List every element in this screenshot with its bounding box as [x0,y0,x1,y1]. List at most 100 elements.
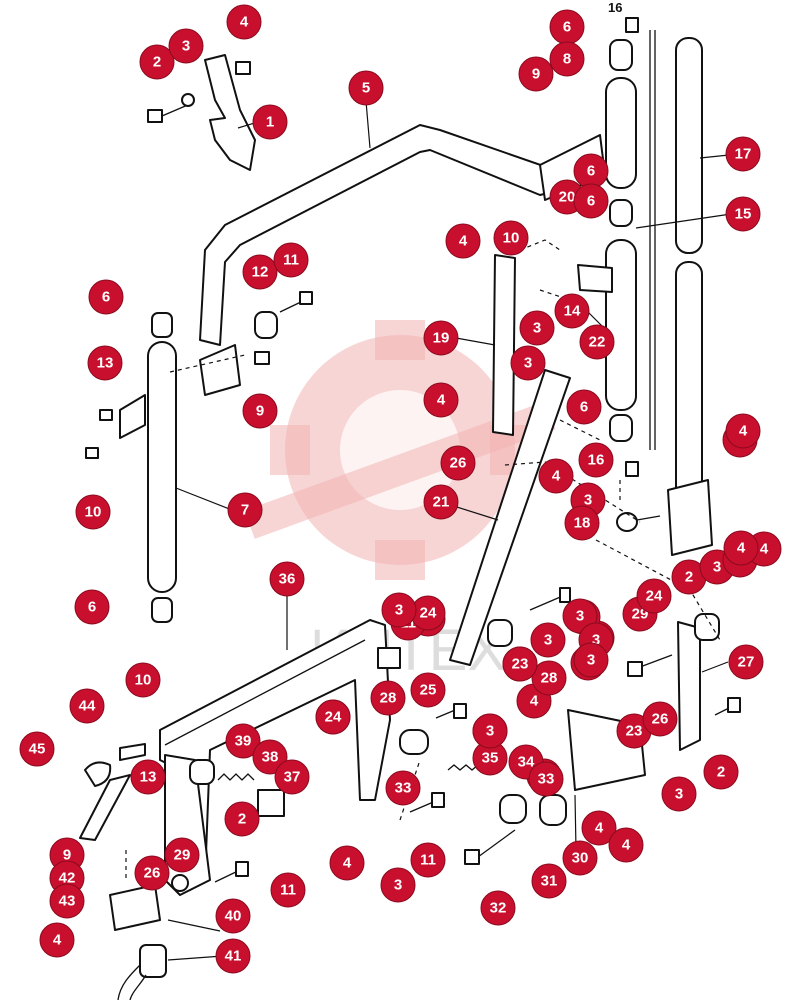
callout-label: 33 [395,780,412,797]
callout-label: 4 [240,14,249,31]
callout-14: 14 [554,293,590,329]
callout-41: 41 [215,938,251,974]
callout-label: 4 [622,837,631,854]
callout-label: 33 [538,771,555,788]
callout-39: 39 [225,723,261,759]
callout-4: 4 [538,458,574,494]
callout-10: 10 [125,662,161,698]
callout-1: 1 [252,104,288,140]
callout-label: 8 [563,51,571,68]
pad-37 [257,789,285,817]
callout-6: 6 [566,389,602,425]
callout-17: 17 [725,136,761,172]
callout-11: 11 [270,872,306,908]
callout-label: 43 [59,893,76,910]
callout-2: 2 [703,754,739,790]
callout-label: 3 [576,608,584,625]
callout-7: 7 [227,492,263,528]
callout-label: 45 [29,741,46,758]
spacer-12 [254,311,278,339]
callout-label: 3 [584,492,592,509]
callout-2: 2 [139,44,175,80]
callout-31: 31 [531,863,567,899]
callout-3: 3 [573,642,609,678]
bracket-14 [577,264,613,293]
callout-label: 3 [394,877,402,894]
callout-label: 12 [252,264,269,281]
bushing-39 [189,759,215,785]
strap-19 [492,254,516,436]
callout-label: 39 [235,733,252,750]
callout-label: 40 [225,908,242,925]
callout-4: 4 [226,4,262,40]
callout-label: 15 [735,206,752,223]
callout-12: 12 [242,254,278,290]
callout-label: 6 [587,163,595,180]
callout-3: 3 [380,867,416,903]
callout-label: 3 [544,632,552,649]
pin-18 [616,512,661,532]
callout-label: 2 [717,764,725,781]
callout-label: 28 [380,690,397,707]
callout-3: 3 [530,622,566,658]
callout-label: 3 [533,320,541,337]
callout-label: 24 [325,709,342,726]
callout-4: 4 [329,845,365,881]
callout-45: 45 [19,731,55,767]
roller-31 [539,794,567,826]
callout-label: 3 [713,559,721,576]
callout-label: 41 [225,948,242,965]
callout-3: 3 [519,310,555,346]
callout-label: 30 [572,850,589,867]
callout-label: 4 [437,392,446,409]
tube-7-left [85,312,177,623]
callout-label: 42 [59,870,76,887]
callout-3: 3 [661,776,697,812]
callout-4: 4 [445,223,481,259]
callout-27: 27 [728,644,764,680]
callout-label: 2 [685,569,693,586]
callout-label: 23 [626,723,643,740]
callout-label: 11 [283,252,299,269]
callout-11: 11 [410,842,446,878]
callout-11: 11 [273,242,309,278]
callout-label: 3 [587,652,595,669]
bolt-2-right [714,697,741,716]
pad-36-top [377,647,401,669]
callout-label: 6 [580,399,588,416]
callout-label: 4 [53,932,62,949]
callout-label: 9 [256,403,264,420]
link-21 [449,369,571,666]
bolt-11-lower [409,792,445,813]
callout-4: 4 [725,413,761,449]
callout-26: 26 [642,701,678,737]
callout-label: 7 [241,502,249,519]
callout-25: 25 [410,672,446,708]
callout-3: 3 [472,713,508,749]
callout-36: 36 [269,561,305,597]
callout-44: 44 [69,688,105,724]
rod-end-33 [399,729,429,755]
callout-label: 4 [459,233,468,250]
callout-37: 37 [274,759,310,795]
callout-label: 6 [88,599,96,616]
bolt-32 [464,829,516,865]
callout-label: 16 [588,452,605,469]
callout-label: 4 [737,540,746,557]
callout-label: 6 [102,289,110,306]
callout-23: 23 [502,646,538,682]
callout-label: 18 [574,515,591,532]
bolt-set-top-left [147,61,251,123]
callout-label: 4 [530,693,539,710]
callout-label: 4 [343,855,352,872]
callout-label: 35 [482,750,499,767]
callout-3: 3 [510,345,546,381]
callout-label: 27 [738,654,755,671]
callout-43: 43 [49,883,85,919]
callout-label: 44 [79,698,96,715]
callout-22: 22 [579,324,615,360]
callout-10: 10 [75,494,111,530]
tube-17-right [667,37,713,556]
